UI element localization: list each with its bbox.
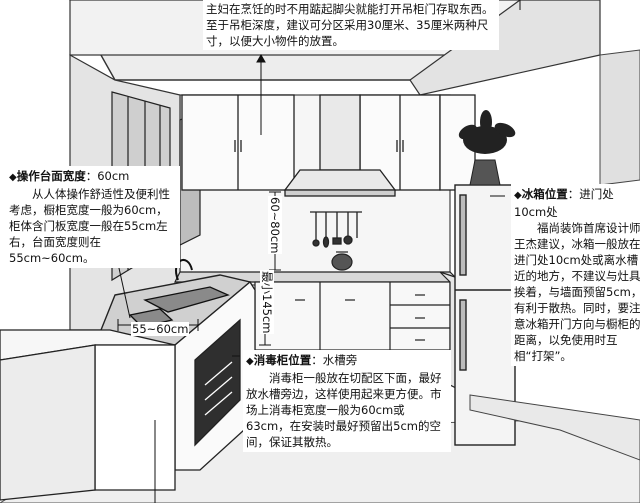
right-soffit	[409, 0, 601, 96]
range-hood	[283, 94, 397, 197]
dimension-wall-cabinet-gap: 60~80cm	[268, 196, 282, 255]
annotation-sterilizer-value: ：水槽旁	[311, 353, 358, 367]
base-cabinets-back	[254, 281, 451, 351]
right-floor-step	[469, 394, 640, 461]
pointer-icon: ◆	[514, 190, 522, 201]
utensil-rail	[310, 211, 362, 248]
annotation-fridge-position: ◆冰箱位置：进门处10cm处 福尚装饰首席设计师王杰建议，冰箱一般放在进门处10…	[511, 184, 640, 366]
annotation-fridge-body: 福尚装饰首席设计师王杰建议，冰箱一般放在进门处10cm处或离水槽近的地方，不建议…	[514, 221, 640, 363]
right-wall-top	[599, 49, 640, 186]
annotation-fridge-title: 冰箱位置	[521, 187, 568, 201]
annotation-sterilizer-position: ◆消毒柜位置：水槽旁 消毒柜一般放在切配区下面，最好放水槽旁边，这样使用起来更方…	[243, 350, 451, 452]
annotation-countertop-title: 操作台面宽度	[16, 169, 86, 183]
annotation-countertop-body: 从人体操作舒适性及便利性考虑，橱柜宽度一般为60cm，柜体含门板宽度一般在55c…	[9, 187, 170, 265]
front-cabinet-block	[0, 329, 176, 501]
annotation-countertop-width: ◆操作台面宽度：60cm 从人体操作舒适性及便利性考虑，橱柜宽度一般为60cm，…	[6, 166, 180, 268]
pointer-icon: ◆	[9, 172, 17, 183]
kettle	[331, 251, 353, 271]
dimension-counter-to-hood: 最小145cm	[260, 270, 274, 335]
annotation-fridge-value: ：进门处10cm处	[514, 187, 614, 219]
dimension-counter-depth: 55~60cm	[131, 322, 190, 336]
annotation-wall-cabinet: 主妇在烹饪的时不用踮起脚尖就能打开吊柜门存取东西。至于吊柜深度，建议可分区采用3…	[203, 0, 499, 50]
annotation-sterilizer-title: 消毒柜位置	[253, 353, 312, 367]
potted-plant	[458, 110, 516, 186]
pointer-icon: ◆	[246, 356, 254, 367]
base-cabinets-left	[174, 281, 256, 471]
annotation-wall-cabinet-text: 主妇在烹饪的时不用踮起脚尖就能打开吊柜门存取东西。至于吊柜深度，建议可分区采用3…	[206, 2, 494, 48]
annotation-sterilizer-body: 消毒柜一般放在切配区下面，最好放水槽旁边，这样使用起来更方便。市场上消毒柜宽度一…	[246, 371, 442, 449]
annotation-fridge-heading: ◆冰箱位置：进门处10cm处	[514, 186, 640, 220]
annotation-countertop-heading: ◆操作台面宽度：60cm	[9, 168, 177, 186]
annotation-sterilizer-heading: ◆消毒柜位置：水槽旁	[246, 352, 448, 370]
annotation-countertop-value: ：60cm	[85, 169, 130, 183]
